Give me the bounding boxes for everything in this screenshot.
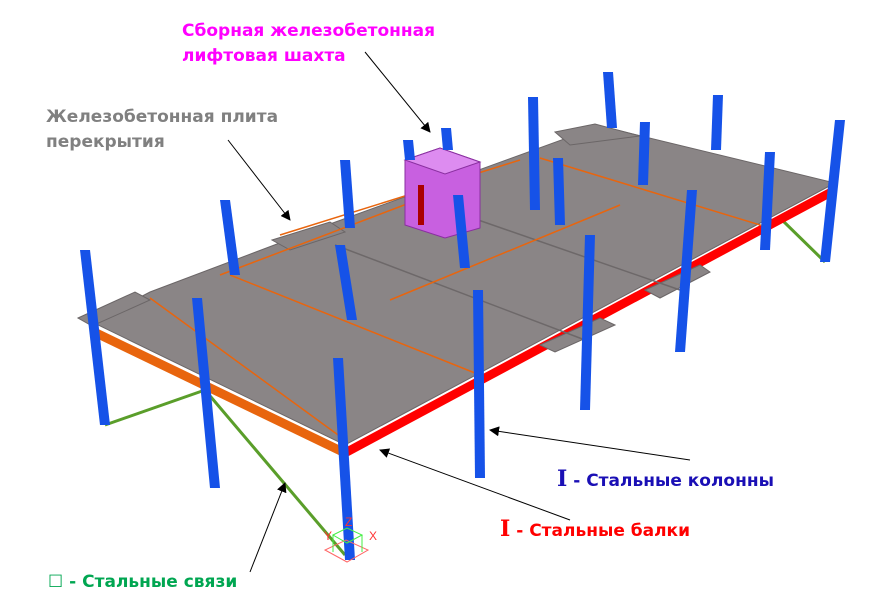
shaft-door	[418, 185, 424, 225]
steel-column	[403, 140, 415, 160]
brace	[203, 389, 347, 556]
steel-column	[441, 128, 453, 150]
steel-bracing	[104, 216, 827, 556]
legend-beams-text: - Стальные балки	[516, 521, 691, 541]
leader-arrow	[364, 51, 431, 133]
leader-arrow	[379, 448, 571, 521]
steel-column	[760, 152, 775, 250]
shaft-label: Сборная железобетонная лифтовая шахта	[182, 19, 435, 69]
steel-column	[528, 97, 540, 210]
steel-column	[675, 190, 697, 352]
steel-column	[638, 122, 650, 185]
leader-arrow	[489, 426, 691, 461]
steel-column	[335, 245, 357, 320]
leader-arrow	[227, 139, 291, 221]
steel-column	[340, 160, 355, 228]
concrete-slab	[76, 123, 837, 446]
slab-joint	[229, 274, 481, 376]
legend-bracing: ☐ - Стальные связи	[48, 570, 237, 595]
column-symbol-icon: I	[557, 466, 568, 492]
legend-columns-text: - Стальные колонны	[573, 471, 774, 491]
brace	[778, 216, 827, 264]
steel-column	[711, 95, 723, 150]
bracing-symbol-icon: ☐	[48, 572, 64, 592]
steel-columns	[80, 72, 845, 560]
steel-column	[80, 250, 110, 425]
slab-label: Железобетонная плита перекрытия	[46, 105, 278, 155]
steel-column	[603, 72, 617, 128]
slab-joint	[389, 204, 621, 301]
leader-arrow	[249, 482, 287, 573]
steel-column	[333, 358, 355, 560]
steel-column	[580, 235, 595, 410]
axis-z-label: Z	[345, 515, 352, 529]
slab-joint	[149, 297, 346, 441]
elevator-shaft	[403, 147, 482, 239]
brace	[104, 388, 206, 427]
slab-panel	[270, 221, 347, 251]
axis-x-label: X	[369, 529, 377, 543]
steel-column	[192, 298, 220, 488]
slab-joint	[539, 157, 771, 229]
shaft-label-line1: Сборная железобетонная	[182, 21, 436, 41]
slab-joint	[334, 244, 586, 341]
axis-y-label: Y	[324, 529, 332, 543]
edge-beam	[92, 326, 345, 458]
axis-gizmo: Z Y X	[323, 515, 377, 563]
legend-columns: I - Стальные колонны	[557, 467, 774, 494]
legend-beams: I - Стальные балки	[500, 517, 690, 544]
beam-symbol-icon: I	[500, 516, 511, 542]
shaft-label-line2: лифтовая шахта	[182, 46, 346, 66]
shaft-top	[403, 147, 482, 175]
slab-label-line1: Железобетонная плита	[46, 107, 279, 127]
steel-column	[453, 195, 470, 268]
steel-column	[473, 290, 485, 478]
steel-column	[553, 158, 565, 225]
slab-panel	[538, 317, 617, 353]
legend-bracing-text: - Стальные связи	[69, 572, 238, 592]
steel-column	[220, 200, 240, 275]
leader-arrows	[227, 51, 691, 573]
slab-label-line2: перекрытия	[46, 132, 165, 152]
steel-column	[820, 120, 845, 262]
